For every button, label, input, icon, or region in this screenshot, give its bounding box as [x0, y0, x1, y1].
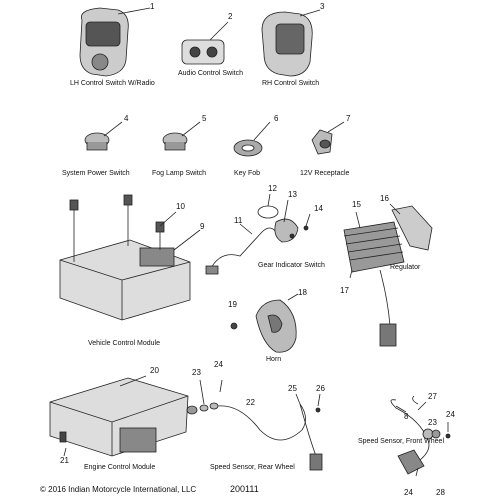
- label-horn: Horn: [266, 356, 282, 363]
- callout-18: 18: [298, 288, 307, 297]
- callout-24c: 24: [404, 488, 413, 497]
- callout-6: 6: [274, 114, 279, 123]
- callout-21: 21: [60, 456, 69, 465]
- callout-12: 12: [268, 184, 277, 193]
- label-audio-control-switch: Audio Control Switch: [178, 70, 243, 77]
- callout-14: 14: [314, 204, 323, 213]
- rh-control-switch-drawing: [261, 9, 321, 77]
- callout-13: 13: [288, 190, 297, 199]
- label-lh-control-switch: LH Control Switch W/Radio: [70, 80, 155, 87]
- callout-27: 27: [428, 392, 437, 401]
- regulator-drawing: [343, 203, 433, 347]
- copyright-text: © 2016 Indian Motorcycle International, …: [40, 485, 197, 494]
- vehicle-control-module-drawing: [59, 194, 201, 321]
- callout-8: 8: [404, 412, 409, 421]
- callout-11: 11: [234, 216, 243, 225]
- callout-20: 20: [150, 366, 159, 375]
- label-rh-control-switch: RH Control Switch: [262, 80, 320, 87]
- callout-7: 7: [346, 114, 351, 123]
- callout-23b: 23: [428, 418, 437, 427]
- system-power-switch-drawing: [84, 121, 123, 151]
- label-vehicle-control-module: Vehicle Control Module: [88, 340, 160, 347]
- label-regulator: Regulator: [390, 264, 421, 271]
- callout-26: 26: [316, 384, 325, 393]
- label-speed-sensor-front: Speed Sensor, Front Wheel: [358, 438, 444, 445]
- callout-2: 2: [228, 12, 233, 21]
- callout-1: 1: [150, 2, 155, 11]
- callout-15: 15: [352, 200, 361, 209]
- callout-16: 16: [380, 194, 389, 203]
- label-speed-sensor-rear: Speed Sensor, Rear Wheel: [210, 464, 295, 471]
- label-key-fob: Key Fob: [234, 170, 261, 177]
- label-system-power-switch: System Power Switch: [62, 170, 130, 177]
- horn-drawing: [230, 293, 299, 353]
- lh-control-switch-drawing: [79, 7, 151, 77]
- figure-id: 200111: [230, 484, 259, 494]
- callout-19: 19: [228, 300, 237, 309]
- rear-speed-sensor-drawing: [186, 379, 323, 471]
- callout-4: 4: [124, 114, 129, 123]
- label-gear-indicator-switch: Gear Indicator Switch: [258, 262, 325, 269]
- label-12v-receptacle: 12V Receptacle: [300, 170, 350, 177]
- callout-17: 17: [340, 286, 349, 295]
- callout-24a: 24: [214, 360, 223, 369]
- callout-24b: 24: [446, 410, 455, 419]
- label-fog-lamp-switch: Fog Lamp Switch: [152, 170, 207, 177]
- receptacle-drawing: [311, 121, 345, 155]
- gear-indicator-switch-drawing: [205, 193, 299, 275]
- audio-control-switch-drawing: [181, 21, 229, 65]
- callout-22: 22: [246, 398, 255, 407]
- callout-25: 25: [288, 384, 297, 393]
- callout-9: 9: [200, 222, 205, 231]
- callout-23a: 23: [192, 368, 201, 377]
- key-fob-drawing: [233, 121, 271, 157]
- engine-control-module-drawing: [49, 375, 189, 457]
- callout-3: 3: [320, 2, 325, 11]
- callout-5: 5: [202, 114, 207, 123]
- front-speed-sensor-drawing: [390, 395, 451, 477]
- fog-lamp-switch-drawing: [162, 121, 201, 151]
- label-engine-control-module: Engine Control Module: [84, 464, 156, 471]
- callout-10: 10: [176, 202, 185, 211]
- callout-28: 28: [436, 488, 445, 497]
